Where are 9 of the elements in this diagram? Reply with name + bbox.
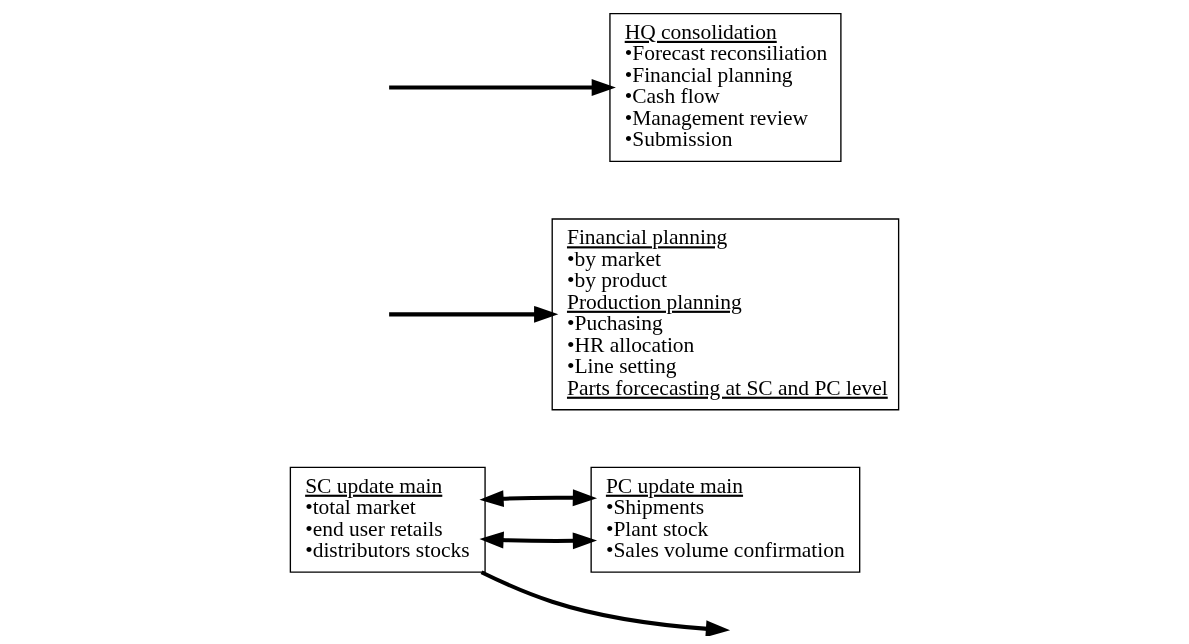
arrow [389, 305, 559, 323]
node-box: Financial planning •by market •by product Production planning •Puchasing •HR allocation •Line setting Parts forcecasting at SC and PC level [551, 218, 900, 411]
arrow [480, 570, 731, 636]
arrow [479, 531, 598, 550]
node-box: SC update main •total market •end user retails •distributors stocks [289, 466, 486, 573]
arrow [389, 78, 616, 96]
arrow [479, 489, 598, 508]
node-box: HQ consolidation •Forecast reconsiliation •Financial planning •Cash flow •Management review •Submission [609, 12, 842, 162]
node-box: PC update main •Shipments •Plant stock •Sales volume confirmation [590, 466, 861, 573]
